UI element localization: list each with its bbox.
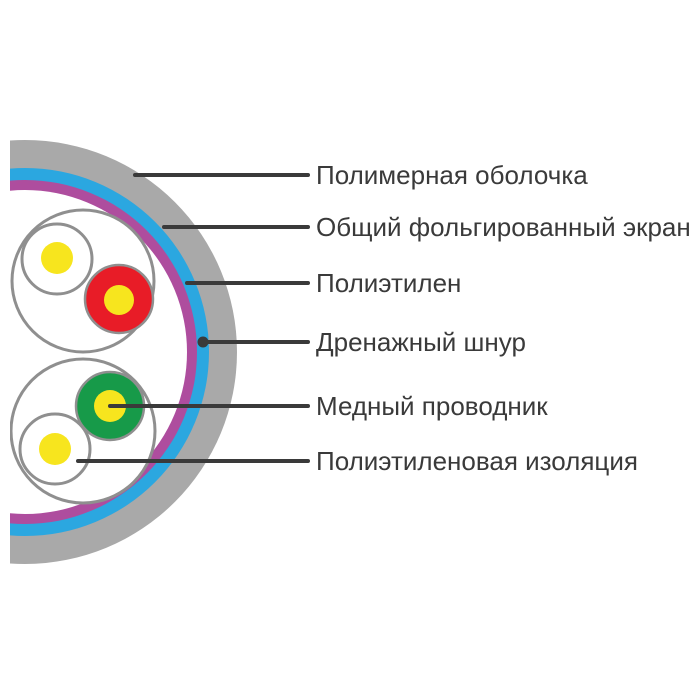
copper-core-top-white (41, 242, 73, 274)
callout-label-foil-screen: Общий фольгированный экран (316, 212, 691, 242)
callout-label-polymer-sheath: Полимерная оболочка (316, 160, 588, 190)
callout-label-copper-conductor: Медный проводник (316, 391, 548, 421)
cable-body (10, 140, 237, 564)
copper-core-red (104, 285, 134, 315)
copper-core-bottom-white (39, 433, 71, 465)
callout-lines (76, 173, 310, 463)
callout-label-drain-cord: Дренажный шнур (316, 327, 526, 357)
callout-label-polyethylene: Полиэтилен (316, 268, 462, 298)
callout-label-polyethylene-insulation: Полиэтиленовая изоляция (316, 446, 638, 476)
